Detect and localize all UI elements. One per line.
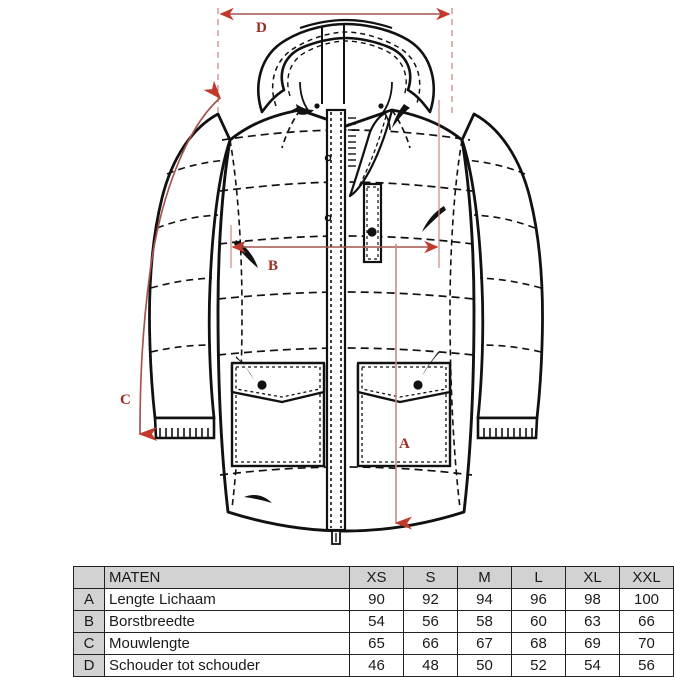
right-sleeve-group [460,112,544,440]
table-row: B Borstbreedte 54 56 58 60 63 66 [73,610,674,633]
placket-snap-2 [324,214,332,222]
cell-b-xs: 54 [349,610,404,633]
cell-c-xs: 65 [349,632,404,655]
header-size-s: S [403,566,458,589]
drawcord-bead-right [378,103,384,109]
measurement-label-a: A [399,436,410,452]
drawcord-left [289,107,299,113]
drawcord-toggle-left [296,104,314,115]
hood-topstitch-outer [272,31,421,107]
measurement-label-c: C [120,392,131,408]
right-armhole-seam [449,139,463,509]
cell-c-s: 66 [403,632,458,655]
left-pocket-snap [257,380,267,390]
zipper-teeth [348,117,356,167]
measurement-annotations: D B A C [120,7,453,530]
size-table-container: MATEN XS S M L XL XXL A Lengte Lichaam 9… [73,566,674,677]
quilt-line-3 [218,235,474,245]
cell-d-xxl: 56 [619,654,674,677]
collar-flap-stitch [357,115,387,189]
cell-a-xl: 98 [565,588,620,611]
chest-pocket-snap [367,227,377,237]
row-letter-a: A [73,588,105,611]
hood-outer-shell [257,22,435,114]
row-letter-c: C [73,632,105,655]
cell-d-l: 52 [511,654,566,677]
c-measure-arrow [138,80,222,441]
measurement-label-b: B [268,258,278,274]
right-shoulder-seam [391,109,411,149]
left-flap-pocket [230,361,326,468]
cell-d-m: 50 [457,654,512,677]
quilt-line-4 [217,291,475,300]
hood-group [257,18,435,121]
right-sleeve-quilt-2 [473,214,536,229]
right-cuff-ribbing [483,428,533,438]
cell-d-xl: 54 [565,654,620,677]
hood-topstitch-inner [287,40,407,97]
cell-b-xl: 63 [565,610,620,633]
table-row: C Mouwlengte 65 66 67 68 69 70 [73,632,674,655]
left-armhole-seam [229,139,243,509]
right-sleeve-shell [460,112,544,420]
cell-c-xl: 69 [565,632,620,655]
jacket-body-group: D B A C [120,7,544,545]
cell-b-s: 56 [403,610,458,633]
row-name-a: Lengte Lichaam [104,588,350,611]
size-table: MATEN XS S M L XL XXL A Lengte Lichaam 9… [73,566,674,677]
cell-b-l: 60 [511,610,566,633]
hem-vent-mark [244,495,272,503]
jacket-illustration: D B A C [120,7,544,545]
right-pocket-snap [413,380,423,390]
table-row: D Schouder tot schouder 46 48 50 52 54 5… [73,654,674,677]
row-name-d: Schouder tot schouder [104,654,350,677]
cell-a-xs: 90 [349,588,404,611]
cell-d-xs: 46 [349,654,404,677]
cell-a-s: 92 [403,588,458,611]
right-seam-pointer [422,206,446,232]
row-letter-b: B [73,610,105,633]
left-pocket-pointer [236,356,254,380]
measurement-label-d: D [256,20,267,36]
cell-a-m: 94 [457,588,512,611]
header-size-xl: XL [565,566,620,589]
row-name-b: Borstbreedte [104,610,350,633]
cell-b-m: 58 [457,610,512,633]
right-flap-pocket [356,361,452,468]
cell-a-xxl: 100 [619,588,674,611]
table-header-row: MATEN XS S M L XL XXL [73,566,674,589]
size-table-body: A Lengte Lichaam 90 92 94 96 98 100 B Bo… [73,588,674,677]
jacket-body-shell-group [216,103,476,545]
header-measurement-name: MATEN [104,566,350,589]
right-pocket-flap [356,361,452,404]
zipper-placket [325,108,347,532]
cell-b-xxl: 66 [619,610,674,633]
cell-d-s: 48 [403,654,458,677]
drawcord-right [383,111,391,131]
left-pocket-flap [230,361,326,404]
quilt-line-2 [219,181,473,192]
quilt-line-5 [217,347,475,356]
cell-c-xxl: 70 [619,632,674,655]
header-size-xxl: XXL [619,566,674,589]
cell-a-l: 96 [511,588,566,611]
table-row: A Lengte Lichaam 90 92 94 96 98 100 [73,588,674,611]
collar-pointer [392,104,410,128]
header-size-xs: XS [349,566,404,589]
quilt-line-6 [219,466,473,476]
size-table-head: MATEN XS S M L XL XXL [73,566,674,589]
cell-c-l: 68 [511,632,566,655]
row-name-c: Mouwlengte [104,632,350,655]
row-letter-d: D [73,654,105,677]
cell-c-m: 67 [457,632,512,655]
right-sleeve-quilt-3 [479,277,542,289]
header-size-m: M [457,566,512,589]
placket-snap-1 [324,154,332,162]
header-size-l: L [511,566,566,589]
drawcord-bead-left [314,103,320,109]
right-sleeve-quilt-1 [465,159,526,175]
header-letter-cell [73,566,105,589]
right-sleeve-quilt-4 [480,344,542,353]
